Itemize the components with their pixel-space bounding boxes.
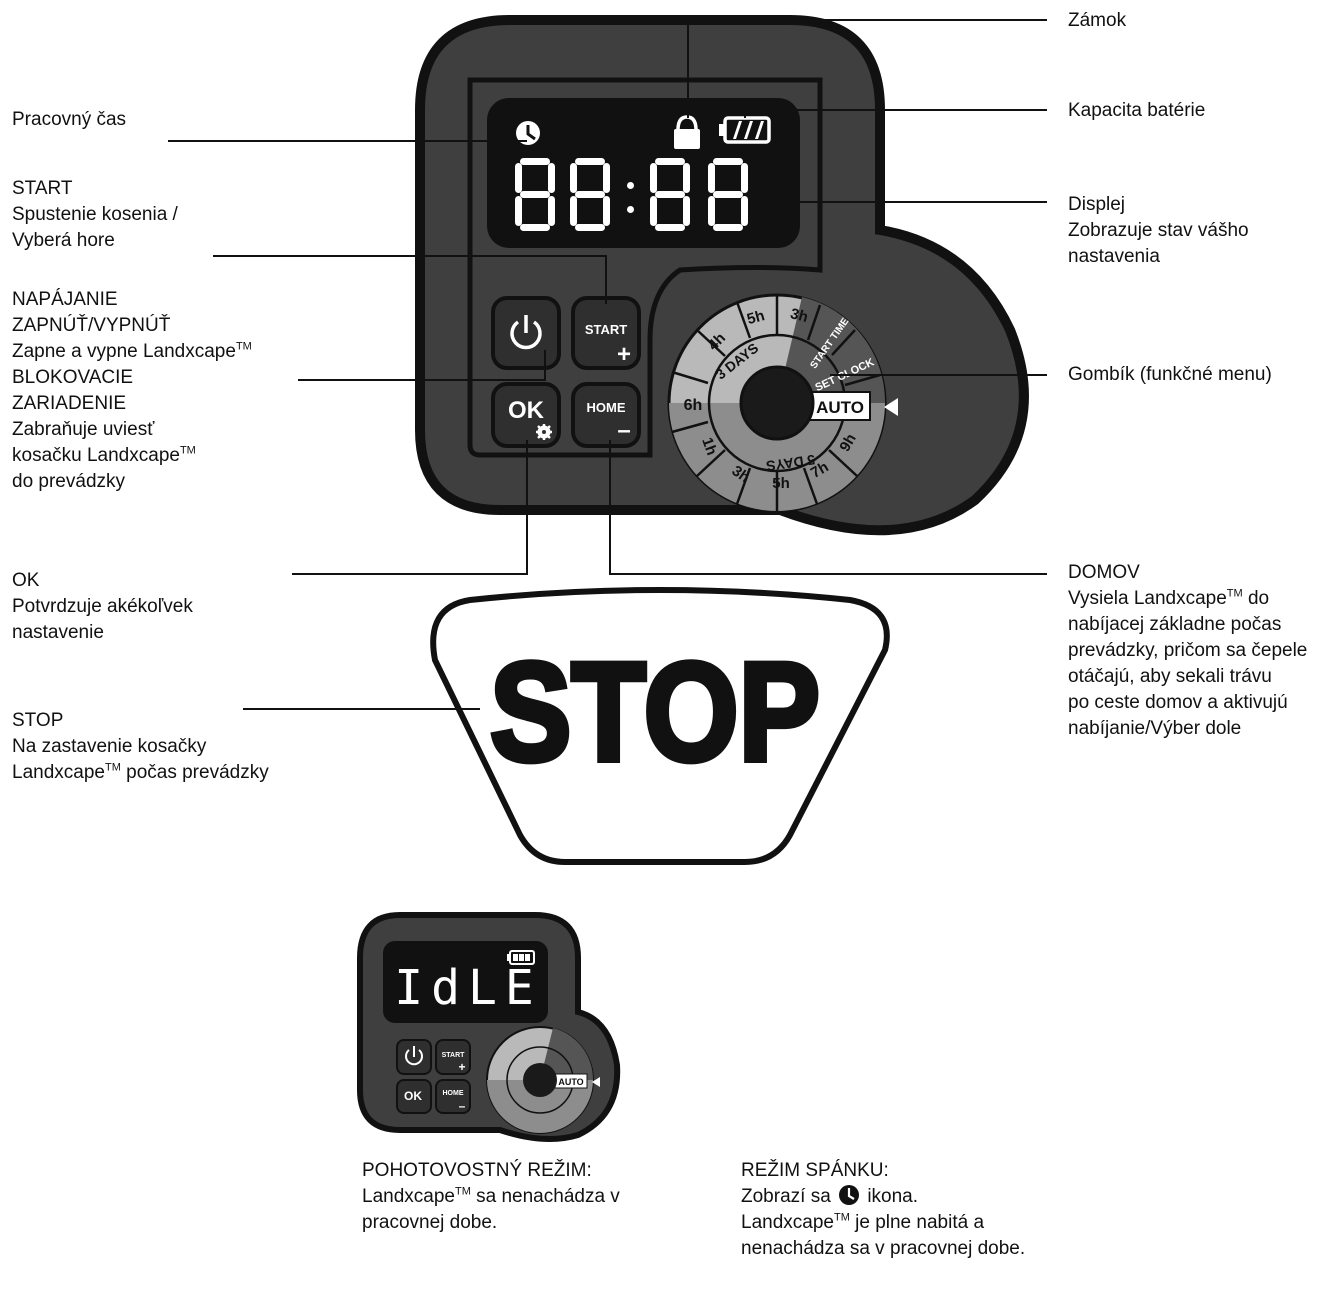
ok-button[interactable]: OK	[491, 382, 561, 448]
standby-home-button[interactable]: HOME –	[435, 1079, 471, 1114]
standby-battery-icon	[507, 950, 535, 965]
label-start: START Spustenie kosenia / Vyberá hore	[12, 178, 178, 251]
standby-dial[interactable]: AUTO	[486, 1026, 594, 1134]
stop-button[interactable]: STOP	[430, 587, 890, 865]
dial-tick-5h-bottom: 5h	[772, 475, 790, 492]
label-ok: OK Potvrdzuje akékoľvek nastavenie	[12, 570, 193, 643]
label-knob: Gombík (funkčné menu)	[1068, 364, 1272, 385]
dial-auto-label: AUTO	[816, 398, 864, 417]
start-button-label: START	[585, 322, 627, 337]
svg-text:START: START	[442, 1052, 466, 1059]
svg-text:–: –	[459, 1099, 466, 1113]
home-minus-symbol: –	[617, 417, 630, 444]
power-button[interactable]	[491, 296, 561, 370]
label-battery: Kapacita batérie	[1068, 100, 1206, 121]
standby-ok-button[interactable]: OK	[396, 1079, 432, 1114]
label-power-lockout: NAPÁJANIE ZAPNÚŤ/VYPNÚŤ Zapne a vypne La…	[12, 289, 252, 492]
gear-icon	[536, 424, 552, 440]
standby-start-button[interactable]: START +	[435, 1039, 471, 1075]
function-dial[interactable]: AUTO START TIME SET CLOCK 3 DAYS 5 DAYS …	[667, 293, 887, 513]
standby-display-text: IdLE	[394, 960, 542, 1016]
leader-start	[213, 255, 607, 304]
svg-text:AUTO: AUTO	[558, 1077, 583, 1087]
leader-lock	[687, 19, 1047, 118]
dial-tick-3h-top: 3h	[789, 305, 810, 326]
battery-icon	[719, 116, 771, 144]
label-home: DOMOV Vysiela LandxcapeTM do nabíjacej z…	[1068, 562, 1308, 739]
display-digits	[515, 158, 748, 231]
clock-icon	[516, 121, 540, 145]
label-lock: Zámok	[1068, 10, 1127, 31]
leader-home	[609, 440, 1047, 575]
home-button[interactable]: HOME –	[571, 382, 641, 448]
device-inner-outline	[467, 77, 823, 458]
label-standby: POHOTOVOSTNÝ REŽIM: LandxcapeTM sa nenac…	[362, 1160, 620, 1233]
standby-device: IdLE START + OK HOME –	[357, 912, 621, 1142]
ok-button-label: OK	[508, 397, 545, 424]
start-button[interactable]: START +	[571, 296, 641, 370]
svg-text:OK: OK	[404, 1089, 422, 1103]
leader-ok	[292, 440, 528, 575]
standby-power-button[interactable]	[396, 1039, 432, 1075]
svg-text:HOME: HOME	[443, 1090, 464, 1097]
leader-lines	[168, 19, 1047, 710]
start-plus-symbol: +	[617, 341, 631, 368]
triangle-pointer-icon	[884, 398, 898, 416]
dial-tick-3h-bottom: 3h	[729, 462, 753, 486]
label-work-time: Pracovný čas	[12, 109, 127, 130]
label-sleep: REŽIM SPÁNKU: Zobrazí sa ikona. Landxcap…	[741, 1160, 1026, 1259]
leader-power	[298, 350, 546, 381]
main-device: START + OK HOME –	[415, 15, 1029, 536]
dial-tick-1h: 1h	[698, 435, 720, 457]
power-icon	[510, 315, 542, 350]
leader-battery	[744, 109, 1047, 118]
svg-text:+: +	[458, 1060, 465, 1074]
dial-tick-9h: 9h	[836, 431, 859, 455]
label-display: Displej Zobrazuje stav vášho nastavenia	[1068, 194, 1249, 267]
sleep-clock-icon	[839, 1185, 860, 1205]
dial-tick-5h-top: 5h	[745, 307, 766, 328]
dial-center	[739, 365, 815, 441]
standby-display	[383, 941, 548, 1023]
label-stop: STOP Na zastavenie kosačky LandxcapeTM p…	[12, 710, 269, 783]
dial-inner-days-bottom: 5 DAYS	[765, 452, 816, 475]
standby-pointer-icon	[592, 1077, 600, 1087]
dial-tick-6h: 6h	[684, 397, 703, 414]
home-button-label: HOME	[587, 400, 626, 415]
stop-button-label: STOP	[490, 633, 820, 790]
dial-tick-7h: 7h	[808, 458, 832, 481]
